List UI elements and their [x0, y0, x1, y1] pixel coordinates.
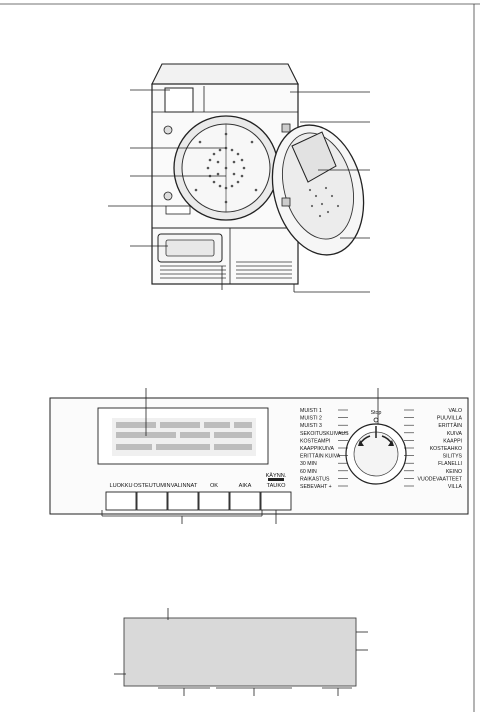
dryer-illustration: [151, 63, 365, 285]
ok-button[interactable]: [198, 491, 230, 511]
button-label-osteutumin: OSTEUTUMIN: [134, 483, 171, 489]
button-label-ok: OK: [210, 483, 218, 489]
program-label-right: VUODEVAATTEET: [418, 476, 463, 482]
program-label-left: KOSTEAMPI: [300, 438, 330, 444]
button-label-aika: AIKA: [239, 483, 252, 489]
button-label-valinnat: VALINNAT: [171, 483, 198, 489]
program-label-left: MUISTI 1: [300, 408, 322, 414]
air-vents: [160, 261, 292, 279]
fluff-filter: [291, 131, 337, 183]
program-label-right: KAAPPI: [443, 438, 462, 444]
water-container: [164, 87, 194, 113]
dial-arrowhead-left-icon: [358, 440, 364, 446]
program-label-left: RAIKASTUS: [300, 476, 330, 482]
aika-button[interactable]: [229, 491, 261, 511]
display-callouts: [114, 608, 368, 696]
program-label-right: KEINO: [446, 469, 462, 475]
control-panel: LUOKKU OSTEUTUMIN VALINNAT OK AIKA KÄYNN…: [49, 397, 469, 515]
program-label-right: PUUVILLA: [437, 416, 463, 422]
program-label-right: KUIVA: [447, 431, 463, 437]
door-hinge-top: [281, 123, 291, 133]
dial-knob[interactable]: [353, 431, 399, 477]
program-label-left: KAAPPIKUIVA: [300, 446, 334, 452]
start-pause-button[interactable]: [260, 491, 292, 511]
program-label-right: FLANELLI: [438, 461, 462, 467]
program-label-right: ERITTÄIN: [438, 422, 462, 429]
program-label-left: 30 MIN: [300, 461, 317, 467]
program-label-right: VALO: [449, 408, 462, 414]
door-hinge-bottom: [281, 197, 291, 207]
display-detail: [123, 617, 357, 687]
program-label-left: MUISTI 2: [300, 416, 322, 422]
button-label-start-line1: KÄYNN.: [266, 472, 287, 479]
hinge-top: [163, 125, 173, 135]
valinnat-button[interactable]: [167, 491, 199, 511]
dial-stop-label: Stop: [371, 410, 382, 416]
program-label-right: SILITYS: [443, 454, 463, 460]
dryer-top: [151, 63, 299, 85]
program-label-right: KOSTEAHKO: [430, 446, 462, 452]
program-label-left: 60 MIN: [300, 469, 317, 475]
osteutumin-button[interactable]: [136, 491, 168, 511]
panel-callouts: [101, 388, 379, 524]
dryer-callouts: [108, 89, 370, 293]
drum-holes: [194, 132, 258, 204]
button-label-start-line2: TAUKO: [267, 483, 287, 489]
button-label-luokku: LUOKKU: [109, 483, 132, 489]
hinge-bottom: [163, 191, 173, 201]
start-indicator-led: [268, 478, 284, 481]
program-label-right: VILLA: [448, 484, 463, 490]
display-detail-screen: [123, 617, 357, 687]
condenser-handle: [165, 239, 215, 257]
program-label-left: MUISTI 3: [300, 423, 322, 429]
program-label-left: ERITTÄIN KUIVA: [300, 453, 341, 460]
luokku-button[interactable]: [105, 491, 137, 511]
rating-plate: [165, 205, 191, 215]
program-label-left: SEBEVAHT +: [300, 484, 332, 490]
program-label-left: SEKOITUSKUIVAUS: [300, 431, 349, 437]
dial-arrowhead-right-icon: [388, 440, 394, 446]
filter-mesh: [308, 186, 340, 218]
